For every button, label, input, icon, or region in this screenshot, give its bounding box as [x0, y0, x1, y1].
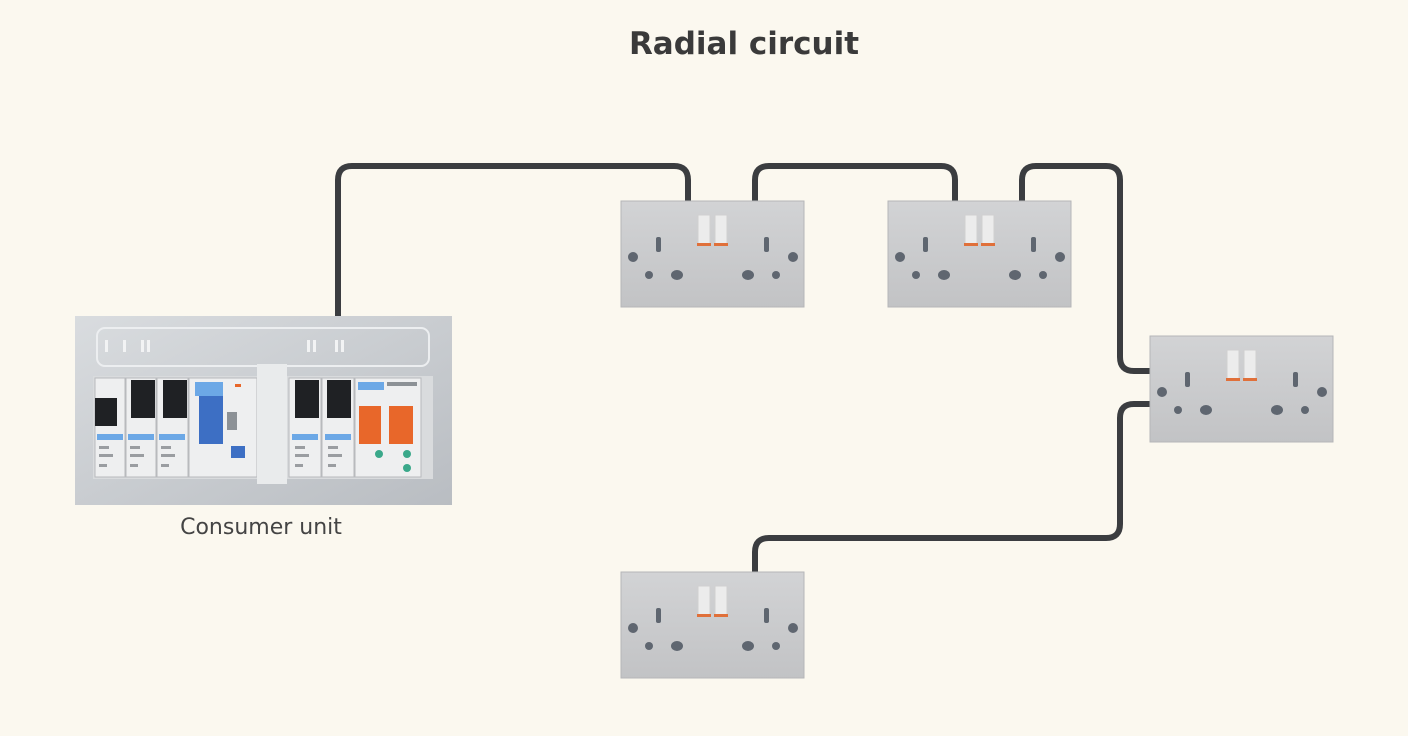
consumer-unit	[75, 316, 452, 505]
cable-consumer-to-socket-1	[335, 163, 691, 319]
cables	[335, 163, 1153, 576]
socket-2	[887, 200, 1072, 308]
cable-socket-2-to-socket-3	[1019, 163, 1153, 374]
socket-3	[1149, 335, 1334, 443]
diagram-title: Radial circuit	[628, 26, 860, 62]
consumer-unit-label: Consumer unit	[180, 515, 342, 540]
socket-4	[620, 571, 805, 679]
socket-1	[620, 200, 805, 308]
cable-socket-1-to-socket-2	[752, 163, 958, 205]
cable-socket-3-to-socket-4	[752, 401, 1153, 576]
